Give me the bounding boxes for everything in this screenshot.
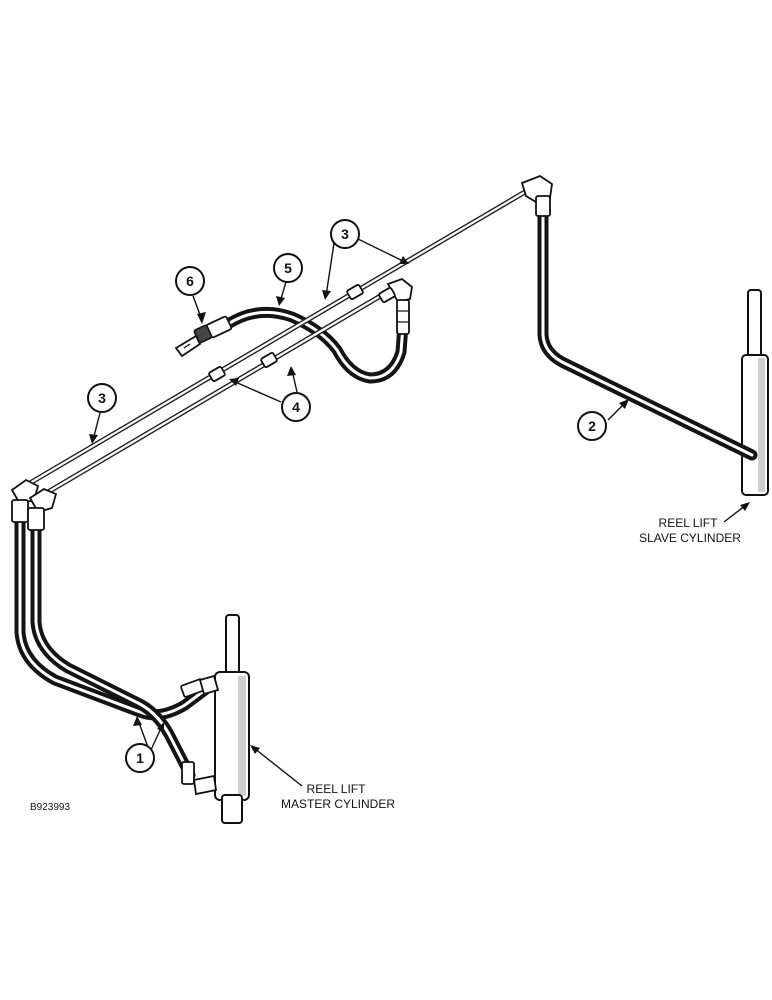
callout-6-number: 6 [186, 273, 194, 289]
callout-1-number: 1 [136, 750, 144, 766]
master-cylinder-fitting-upper [180, 674, 220, 698]
figure-code: B923993 [30, 802, 70, 813]
quick-coupler [174, 315, 233, 358]
callout-2: 2 [577, 411, 607, 441]
elbow-fitting-middle [386, 277, 413, 335]
hose-2 [537, 206, 758, 461]
hoses-1 [14, 512, 211, 781]
steel-tubes [27, 186, 533, 495]
callout-3-top-number: 3 [341, 226, 349, 242]
elbow-fitting-top-right [520, 174, 553, 217]
callout-3-left-number: 3 [98, 390, 106, 406]
callout-6: 6 [175, 266, 205, 296]
callout-1: 1 [125, 743, 155, 773]
callout-leaders [89, 237, 750, 787]
slave-cylinder [741, 289, 769, 496]
slave-cylinder-label-line1: REEL LIFT [659, 516, 719, 530]
tube-nut [208, 366, 226, 382]
elbow-fitting-left-inner [27, 487, 58, 531]
slave-cylinder-shade [758, 358, 765, 492]
master-cylinder-rod [225, 614, 240, 678]
callout-2-number: 2 [588, 418, 596, 434]
master-cylinder-label-line1: REEL LIFT [307, 782, 367, 796]
callout-5: 5 [273, 253, 303, 283]
slave-cylinder-rod [747, 289, 762, 361]
hose-5 [222, 306, 409, 384]
callout-4: 4 [281, 392, 311, 422]
slave-cylinder-label-line2: SLAVE CYLINDER [639, 531, 741, 545]
callout-4-number: 4 [292, 399, 300, 415]
callout-5-number: 5 [284, 260, 292, 276]
callout-3-left: 3 [87, 383, 117, 413]
master-cylinder-shade [238, 676, 246, 796]
tube-nut [260, 352, 278, 368]
callout-3-top: 3 [330, 219, 360, 249]
master-cylinder-base [221, 794, 243, 824]
master-cylinder-fitting-lower [181, 761, 218, 796]
master-cylinder-label-line2: MASTER CYLINDER [281, 797, 395, 811]
tube-nut [346, 284, 364, 300]
master-cylinder [214, 614, 250, 824]
fittings [10, 174, 553, 796]
tube-nut [378, 287, 396, 303]
